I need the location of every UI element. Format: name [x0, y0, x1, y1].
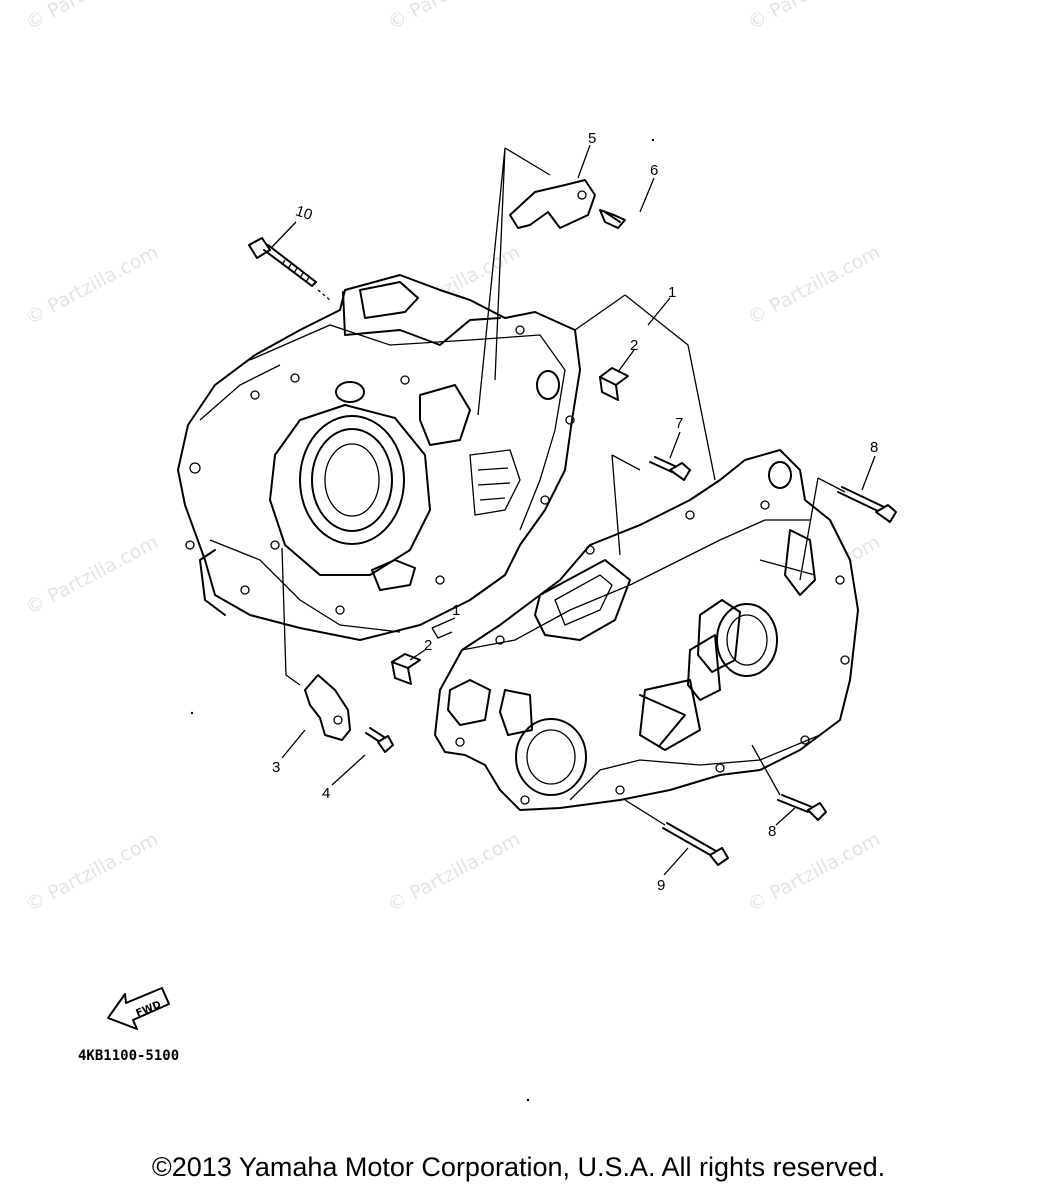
leader-line — [639, 177, 655, 213]
part-8-bolt[interactable] — [777, 794, 827, 821]
part-10-bolt[interactable] — [248, 237, 317, 287]
copyright-notice: ©2013 Yamaha Motor Corporation, U.S.A. A… — [151, 1152, 886, 1182]
forward-arrow-icon: FWD — [107, 987, 170, 1030]
leader-line — [751, 744, 781, 796]
part-4-bolt[interactable] — [365, 727, 394, 753]
part-9-bolt[interactable] — [662, 822, 729, 866]
watermark: © Partzilla.com — [22, 531, 162, 619]
part-3-bracket[interactable] — [304, 674, 351, 741]
leader-line — [861, 455, 876, 491]
crankcase-right-half[interactable] — [434, 449, 859, 811]
leader-line — [799, 477, 846, 581]
diagram-code: 4KB1100-5100 — [78, 1048, 179, 1064]
leader-line — [624, 799, 666, 826]
watermark: © Partzilla.com — [744, 241, 884, 329]
callout-2: 2 — [424, 637, 432, 654]
watermark: © Partzilla.com — [384, 828, 524, 916]
watermark: © Partzilla.com — [384, 0, 524, 34]
leader-line — [317, 289, 331, 301]
part-6-bolt[interactable] — [599, 209, 626, 229]
leader-line — [574, 294, 716, 481]
part-2-dowel-pin[interactable] — [391, 653, 421, 685]
callout-3: 3 — [272, 759, 280, 776]
callout-10: 10 — [293, 203, 314, 224]
crankcase-left-half[interactable] — [177, 274, 581, 641]
leader-line — [669, 431, 681, 459]
callout-8: 8 — [768, 823, 776, 840]
watermark: © Partzilla.com — [22, 241, 162, 329]
leader-line — [431, 617, 456, 639]
leader-line — [281, 547, 301, 686]
callout-7: 7 — [675, 415, 683, 432]
leader-line — [271, 221, 297, 248]
callout-1: 1 — [668, 284, 676, 301]
callout-4: 4 — [322, 785, 330, 802]
callout-2: 2 — [630, 337, 638, 354]
leader-line — [663, 847, 689, 876]
leader-line — [409, 649, 426, 661]
leader-line — [611, 454, 641, 556]
leader-line — [331, 754, 366, 786]
leader-line — [775, 807, 796, 826]
callout-1: 1 — [452, 602, 460, 619]
watermark: © Partzilla.com — [22, 828, 162, 916]
part-8-bolt[interactable] — [837, 486, 897, 523]
watermark: © Partzilla.com — [22, 0, 162, 34]
part-7-bolt[interactable] — [649, 456, 691, 481]
leader-line — [281, 729, 306, 759]
leader-line — [477, 147, 551, 416]
part-5-bracket[interactable] — [509, 179, 596, 229]
leader-line — [617, 349, 635, 373]
callout-5: 5 — [588, 130, 596, 147]
watermark: © Partzilla.com — [744, 828, 884, 916]
leader-line — [577, 144, 591, 179]
watermark: © Partzilla.com — [744, 0, 884, 34]
callout-8: 8 — [870, 439, 878, 456]
callout-6: 6 — [650, 162, 658, 179]
callout-9: 9 — [657, 877, 665, 894]
part-2-dowel-pin[interactable] — [599, 367, 629, 401]
